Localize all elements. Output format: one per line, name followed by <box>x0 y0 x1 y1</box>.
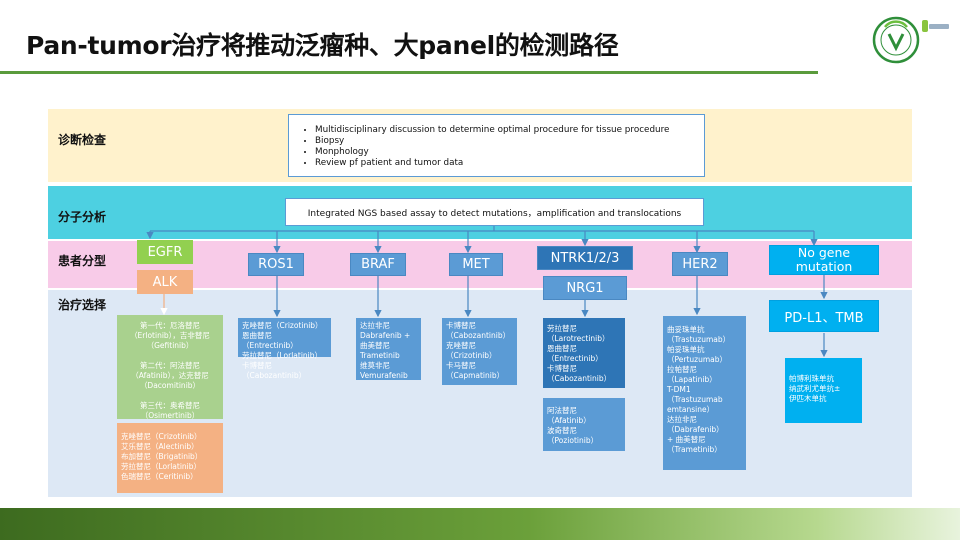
treatment-ros1: 克唑替尼（Crizotinib） 恩曲替尼（Entrectinib） 劳拉替尼（… <box>238 318 331 380</box>
target-her2: HER2 <box>672 252 728 276</box>
row-label-molecular: 分子分析 <box>58 210 107 224</box>
treatment-braf: 达拉非尼 Dabrafenib + 曲美替尼 Trametinib 维莫非尼 V… <box>356 318 421 380</box>
target-met: MET <box>449 253 503 276</box>
row-label-diagnosis: 诊断检查 <box>58 133 107 147</box>
treatment-met: 卡博替尼 （Cabozantinib） 克唑替尼 （Crizotinib） 卡马… <box>442 318 517 385</box>
treatment-ntrk: 劳拉替尼 （Larotrectinib） 恩曲替尼 （Entrectinib） … <box>543 318 625 388</box>
target-egfr: EGFR <box>137 240 193 264</box>
ngs-box: Integrated NGS based assay to detect mut… <box>285 198 704 226</box>
diagnosis-list: Multidisciplinary discussion to determin… <box>289 125 700 169</box>
row-label-treatment: 治疗选择 <box>58 298 107 312</box>
diagnosis-item: Multidisciplinary discussion to determin… <box>315 125 700 136</box>
target-no-gene: No gene mutation <box>769 245 879 275</box>
target-pdl1-tmb: PD-L1、TMB <box>769 300 879 332</box>
target-braf: BRAF <box>350 253 406 276</box>
treatment-nrg1: 阿法替尼 （Afatinib） 波奇替尼 （Poziotinib） <box>543 398 625 451</box>
diagnosis-item: Biopsy <box>315 136 700 147</box>
target-alk: ALK <box>137 270 193 294</box>
target-ros1: ROS1 <box>248 253 304 276</box>
target-nrg1: NRG1 <box>543 276 627 300</box>
diagnosis-item: Monphology <box>315 147 700 158</box>
treatment-egfr: 第一代：厄洛替尼（Erlotinib），吉非替尼（Gefitinib） 第二代：… <box>117 315 223 420</box>
page-title: Pan-tumor治疗将推动泛瘤种、大panel的检测路径 <box>26 31 619 60</box>
institution-logo <box>872 10 952 72</box>
treatment-immunotherapy: 帕博利珠单抗 纳武利尤单抗± 伊匹木单抗 <box>785 358 862 423</box>
ngs-text: Integrated NGS based assay to detect mut… <box>307 208 682 219</box>
treatment-her2: 曲妥珠单抗 （Trastuzumab） 帕妥珠单抗 （Pertuzumab） 拉… <box>663 316 746 470</box>
diagnosis-item: Review pf patient and tumor data <box>315 158 700 169</box>
treatment-alk: 克唑替尼（Crizotinib） 艾乐替尼（Alectinib） 布加替尼（Br… <box>117 423 223 493</box>
target-ntrk: NTRK1/2/3 <box>537 246 633 270</box>
row-label-typing: 患者分型 <box>58 254 107 268</box>
diagnosis-box: Multidisciplinary discussion to determin… <box>288 114 705 177</box>
footer-bar <box>0 508 960 540</box>
title-divider <box>0 71 818 74</box>
